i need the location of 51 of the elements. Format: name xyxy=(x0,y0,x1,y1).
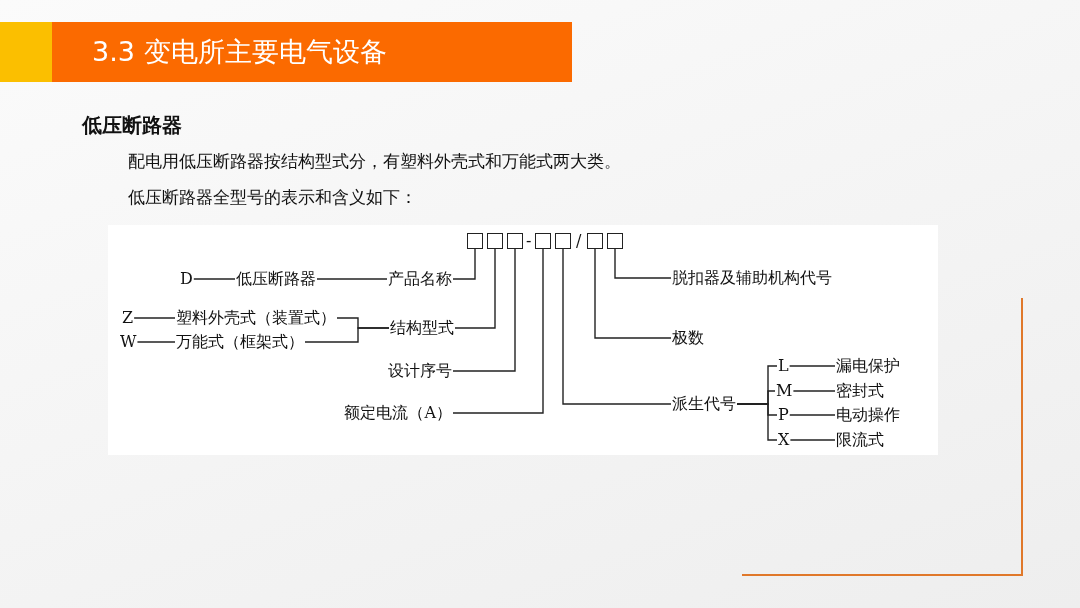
leader-line xyxy=(454,248,496,329)
leader-line xyxy=(452,248,476,280)
term-label: 设计序号 xyxy=(388,361,452,381)
leader-line xyxy=(304,327,390,343)
leader-line xyxy=(452,248,544,414)
term-label: 塑料外壳式（装置式） xyxy=(176,308,336,328)
code-box xyxy=(507,233,523,249)
code-box xyxy=(555,233,571,249)
leader-line xyxy=(614,248,672,279)
term-label: 额定电流（A） xyxy=(344,403,452,423)
term-label: 脱扣器及辅助机构代号 xyxy=(672,268,832,288)
term-label: 极数 xyxy=(672,328,704,348)
code-letter: Z xyxy=(122,308,134,328)
leader-line xyxy=(789,414,836,416)
term-label: 产品名称 xyxy=(388,269,452,289)
term-label: 电动操作 xyxy=(836,405,900,425)
leader-line xyxy=(136,341,176,343)
term-label: 派生代号 xyxy=(672,394,736,414)
code-box xyxy=(535,233,551,249)
code-box xyxy=(467,233,483,249)
code-letter: W xyxy=(120,332,137,352)
leader-line xyxy=(133,317,176,319)
body-text: 配电用低压断路器按结构型式分，有塑料外壳式和万能式两大类。 xyxy=(128,150,621,173)
leader-line xyxy=(452,248,516,372)
code-box xyxy=(587,233,603,249)
separator-slash: / xyxy=(576,231,582,251)
body-text: 低压断路器全型号的表示和含义如下： xyxy=(128,186,417,209)
code-letter: L xyxy=(778,356,789,376)
slide-title: 3.3 变电所主要电气设备 xyxy=(92,35,387,69)
code-letter: D xyxy=(180,269,193,289)
code-box xyxy=(607,233,623,249)
code-letter: P xyxy=(778,405,789,425)
section-heading: 低压断路器 xyxy=(82,112,182,139)
leader-line xyxy=(792,390,836,392)
term-label: 密封式 xyxy=(836,381,884,401)
term-label: 低压断路器 xyxy=(236,269,316,289)
leader-line xyxy=(316,278,388,280)
term-label: 万能式（框架式） xyxy=(176,332,304,352)
leader-line xyxy=(788,365,836,367)
term-label: 限流式 xyxy=(836,430,884,450)
leader-line xyxy=(789,439,836,441)
term-label: 漏电保护 xyxy=(836,356,900,376)
term-label: 结构型式 xyxy=(390,318,454,338)
leader-line xyxy=(562,248,672,405)
code-letter: M xyxy=(776,381,793,401)
leader-line xyxy=(193,278,236,280)
code-box xyxy=(487,233,503,249)
leader-line xyxy=(594,248,672,339)
separator-dash: - xyxy=(526,231,532,251)
code-letter: X xyxy=(778,430,790,450)
leader-line xyxy=(736,403,778,441)
